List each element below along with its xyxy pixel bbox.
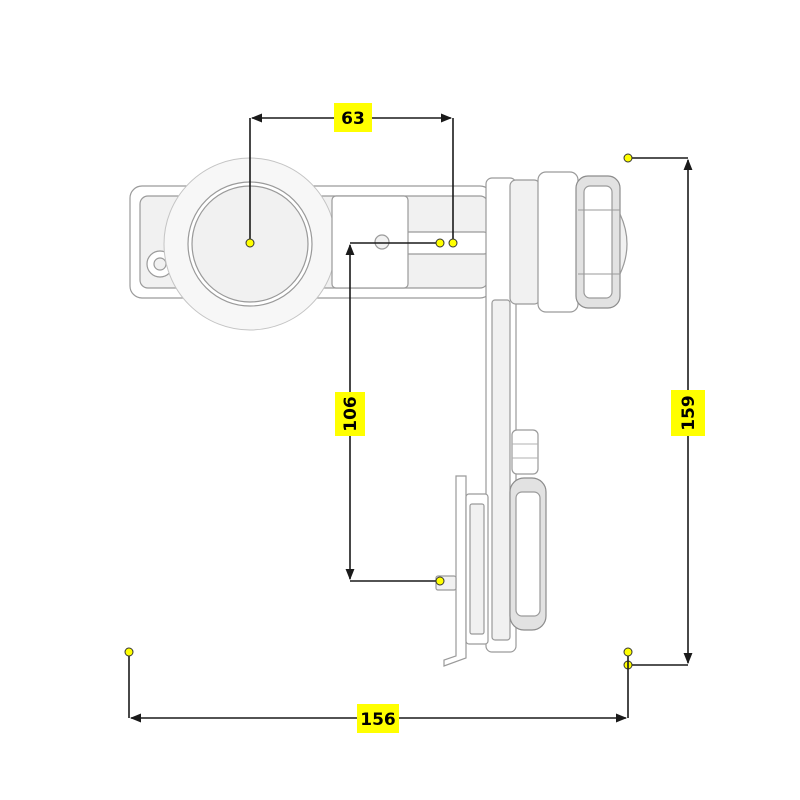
label-63: 63 [341,109,365,129]
label-106: 106 [341,396,361,432]
measure-point [623,647,633,657]
top-knob [509,171,628,313]
measure-point [448,238,458,248]
measure-point [245,238,255,248]
vertical-plate [485,177,517,653]
dimension-63: 63 [245,103,458,248]
measure-point [623,153,633,163]
lower-knob [509,429,547,631]
label-box-106 [335,392,365,436]
label-159: 159 [679,395,699,431]
label-box-156 [357,704,399,733]
measure-point [435,576,445,586]
clamp-plate [435,475,489,667]
label-box-159 [671,390,705,436]
label-box-63 [334,103,372,132]
label-156: 156 [360,710,396,730]
measure-point [124,647,134,657]
dimension-159: 159 [623,153,705,670]
object-illustration [129,157,628,667]
dimension-156: 156 [124,647,633,733]
measure-point [435,238,445,248]
sliding-block [331,195,409,289]
dimension-106: 106 [335,238,445,586]
